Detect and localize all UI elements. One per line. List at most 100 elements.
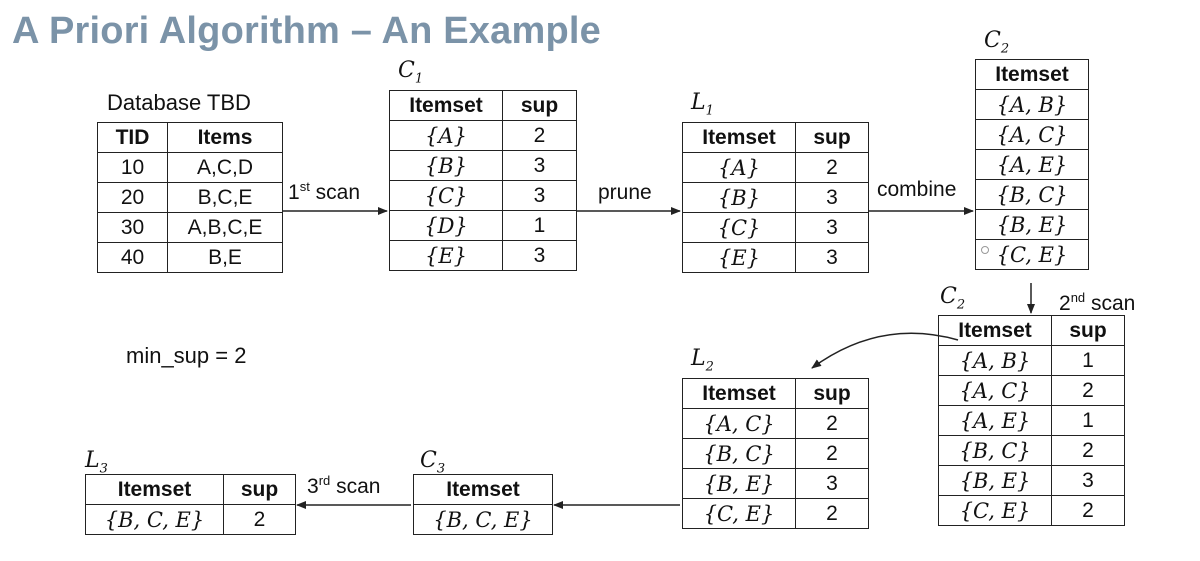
column-header: Itemset — [389, 90, 503, 121]
column-header: Items — [167, 122, 283, 153]
value-cell: 1 — [1051, 345, 1125, 376]
itemset-cell: {C} — [389, 180, 503, 211]
l1-label: L1 — [691, 90, 714, 119]
table-row: {B, C}2 — [938, 435, 1125, 466]
value-cell: 2 — [1051, 495, 1125, 526]
value-cell: 3 — [502, 240, 577, 271]
table-row: {B, C, E} — [413, 504, 553, 535]
table-cell: B,E — [167, 242, 283, 273]
table-row: {E}3 — [389, 240, 577, 271]
table-row: {C, E}2 — [682, 498, 869, 529]
table-row: {A, C} — [975, 119, 1089, 150]
value-cell: 3 — [795, 242, 869, 273]
arrow-c2s-to-l2 — [811, 332, 959, 369]
database-caption: Database TBD — [107, 90, 251, 115]
value-cell: 2 — [795, 438, 869, 469]
table-row: {C, E}2 — [938, 495, 1125, 526]
column-header: TID — [97, 122, 168, 153]
itemset-cell: {A, C} — [975, 119, 1089, 150]
table-row: {C}3 — [389, 180, 577, 211]
column-header: Itemset — [975, 59, 1089, 90]
table-row: {A, C}2 — [938, 375, 1125, 406]
value-cell: 1 — [1051, 405, 1125, 436]
page-title: A Priori Algorithm – An Example — [12, 10, 601, 52]
table-row: {B, E} — [975, 209, 1089, 240]
l1-table: Itemset sup {A}2{B}3{C}3{E}3 — [682, 122, 869, 273]
table-cell: 20 — [97, 182, 168, 213]
table-row: {B}3 — [682, 182, 869, 213]
table-row: {B, C} — [975, 179, 1089, 210]
itemset-cell: {C, E} — [682, 498, 796, 529]
combine-label: combine — [877, 178, 957, 201]
column-header: Itemset — [682, 378, 796, 409]
column-header: Itemset — [682, 122, 796, 153]
itemset-cell: {A} — [682, 152, 796, 183]
itemset-cell: {A, E} — [975, 149, 1089, 180]
column-header: Itemset — [85, 474, 224, 505]
table-row: {B, C, E}2 — [85, 504, 296, 535]
table-row: {D}1 — [389, 210, 577, 241]
column-header: sup — [795, 378, 869, 409]
table-row: {B, E}3 — [938, 465, 1125, 496]
value-cell: 3 — [795, 468, 869, 499]
table-cell: B,C,E — [167, 182, 283, 213]
table-row: {A, B} — [975, 89, 1089, 120]
value-cell: 3 — [795, 212, 869, 243]
value-cell: 3 — [1051, 465, 1125, 496]
table-row: {B}3 — [389, 150, 577, 181]
itemset-cell: {E} — [682, 242, 796, 273]
itemset-cell: {C, E} — [938, 495, 1052, 526]
itemset-cell: {B, E} — [938, 465, 1052, 496]
table-row: {A, B}1 — [938, 345, 1125, 376]
itemset-cell: {B, C} — [682, 438, 796, 469]
itemset-cell: {B, E} — [975, 209, 1089, 240]
itemset-cell: {A} — [389, 120, 503, 151]
itemset-cell: {B, C} — [975, 179, 1089, 210]
table-row: {E}3 — [682, 242, 869, 273]
table-cell: 30 — [97, 212, 168, 243]
second-scan-label: 2nd scan — [1059, 290, 1136, 315]
table-cell: 40 — [97, 242, 168, 273]
itemset-cell: {B} — [682, 182, 796, 213]
itemset-cell: {C, E} — [975, 239, 1089, 270]
c2-support-label: C2 — [940, 284, 966, 313]
table-row: {A, C}2 — [682, 408, 869, 439]
itemset-cell: {B, C} — [938, 435, 1052, 466]
itemset-cell: {B, C, E} — [85, 504, 224, 535]
c1-table: Itemset sup {A}2{B}3{C}3{D}1{E}3 — [389, 90, 577, 271]
value-cell: 3 — [502, 150, 577, 181]
first-scan-label: 1st scan — [288, 179, 361, 204]
itemset-cell: {A, B} — [975, 89, 1089, 120]
itemset-cell: {A, C} — [938, 375, 1052, 406]
l3-label: L3 — [85, 448, 108, 477]
table-row: {C, E} — [975, 239, 1089, 270]
value-cell: 2 — [502, 120, 577, 151]
value-cell: 2 — [1051, 375, 1125, 406]
c2-label: C2 — [984, 28, 1010, 57]
value-cell: 2 — [795, 152, 869, 183]
itemset-cell: {B, E} — [682, 468, 796, 499]
table-cell: 10 — [97, 152, 168, 183]
l3-table: Itemset sup {B, C, E}2 — [85, 474, 296, 535]
itemset-cell: {C} — [682, 212, 796, 243]
table-row: {A, E} — [975, 149, 1089, 180]
table-row: {A}2 — [389, 120, 577, 151]
itemset-cell: {A, B} — [938, 345, 1052, 376]
l2-label: L2 — [691, 346, 714, 375]
table-cell: A,C,D — [167, 152, 283, 183]
third-scan-label: 3rd scan — [307, 473, 381, 498]
value-cell: 2 — [795, 498, 869, 529]
table-row: {C}3 — [682, 212, 869, 243]
table-row: {A}2 — [682, 152, 869, 183]
value-cell: 1 — [502, 210, 577, 241]
min-sup-label: min_sup = 2 — [126, 343, 247, 368]
column-header: Itemset — [413, 474, 553, 505]
column-header: sup — [1051, 315, 1125, 346]
c2-support-table: Itemset sup {A, B}1{A, C}2{A, E}1{B, C}2… — [938, 315, 1125, 526]
c2-table: Itemset {A, B}{A, C}{A, E}{B, C}{B, E}{C… — [975, 59, 1089, 270]
